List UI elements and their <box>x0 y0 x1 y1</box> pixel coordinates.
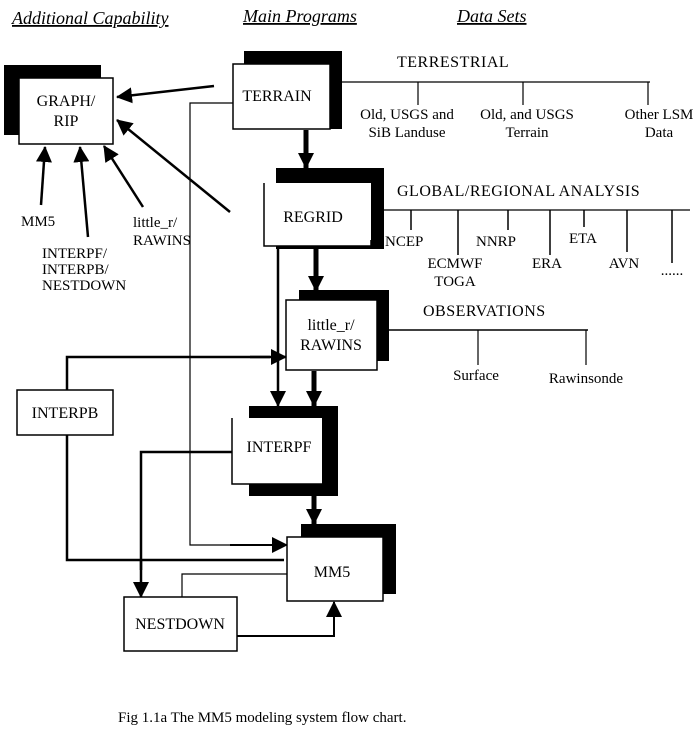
interpf-label: INTERPF <box>247 439 312 456</box>
terrestrial-title: TERRESTRIAL <box>397 54 509 71</box>
arrow-terrain-to-graph <box>116 84 215 104</box>
analysis-item-toga: TOGA <box>434 274 476 290</box>
little-r-label-1: little_r/ <box>307 317 355 334</box>
graph-input-mm5: MM5 <box>21 214 55 230</box>
interpb-label: INTERPB <box>32 405 99 422</box>
arrow-interp-to-graph <box>73 146 90 238</box>
little-r-rawins-box: little_r/ RAWINS <box>285 290 389 371</box>
observations-item-surface: Surface <box>453 368 499 384</box>
line-interpf-to-nestdown <box>139 450 232 570</box>
analysis-item-avn: AVN <box>609 256 640 272</box>
interpf-box: INTERPF <box>231 406 338 496</box>
analysis-item-nnrp: NNRP <box>476 234 516 250</box>
terrestrial-item-3-line-1: Other LSM <box>625 107 694 123</box>
regrid-fill <box>264 183 371 246</box>
line-nestdown-to-mm5 <box>237 620 335 637</box>
arrow-littler-to-graph <box>102 145 145 208</box>
terrain-frame <box>232 63 331 130</box>
graph-rip-frame <box>18 77 114 145</box>
terrestrial-item-2-line-1: Old, and USGS <box>480 107 574 123</box>
graph-input-littler-2: RAWINS <box>133 233 191 249</box>
nestdown-box: NESTDOWN <box>123 596 238 652</box>
terrain-box: TERRAIN <box>232 51 342 130</box>
regrid-box: REGRID <box>263 168 384 249</box>
header-data-sets: Data Sets <box>456 6 527 26</box>
line-interpb-to-mm5 <box>65 435 284 562</box>
terrestrial-item-1-line-2: SiB Landuse <box>368 125 445 141</box>
interpf-fill <box>232 418 322 484</box>
graph-input-littler-1: little_r/ <box>133 215 178 231</box>
mm5-frame <box>286 536 384 602</box>
nestdown-label: NESTDOWN <box>135 616 225 633</box>
graph-rip-label-1: GRAPH/ <box>37 93 96 110</box>
arrow-mm5-to-graph <box>35 146 52 206</box>
observations-item-rawinsonde: Rawinsonde <box>549 371 624 387</box>
nestdown-frame <box>123 596 238 652</box>
analysis-item-era: ERA <box>532 256 562 272</box>
regrid-frame <box>263 183 372 247</box>
analysis-item-eta: ETA <box>569 231 597 247</box>
analysis-item-ecmwf: ECMWF <box>427 256 482 272</box>
graph-rip-box: GRAPH/ RIP <box>4 65 114 145</box>
line-interpb-to-littler <box>65 355 270 390</box>
graph-rip-label-2: RIP <box>54 113 79 130</box>
regrid-label: REGRID <box>283 209 343 226</box>
graph-input-interp-2: INTERPB/ <box>42 262 110 278</box>
little-r-label-2: RAWINS <box>300 337 362 354</box>
interpb-box: INTERPB <box>16 389 114 436</box>
mm5-label: MM5 <box>314 564 350 581</box>
graph-input-interp-3: NESTDOWN <box>42 278 126 294</box>
analysis-item-ncep: NCEP <box>385 234 423 250</box>
analysis-item-more: ...... <box>661 263 684 279</box>
interpb-frame <box>16 389 114 436</box>
terrestrial-item-1-line-1: Old, USGS and <box>360 107 454 123</box>
mm5-box: MM5 <box>286 524 396 602</box>
line-mm5-to-nestdown <box>181 573 287 597</box>
observations-title: OBSERVATIONS <box>423 303 546 320</box>
graph-input-interp-1: INTERPF/ <box>42 246 108 262</box>
figure-caption: Fig 1.1a The MM5 modeling system flow ch… <box>118 710 406 726</box>
terrestrial-item-2-line-2: Terrain <box>505 125 549 141</box>
little-r-frame <box>285 299 378 371</box>
terrain-label: TERRAIN <box>242 88 312 105</box>
header-main-programs: Main Programs <box>242 6 357 26</box>
analysis-title: GLOBAL/REGIONAL ANALYSIS <box>397 183 640 200</box>
arrow-regrid-to-graph <box>116 119 231 213</box>
header-additional-capability: Additional Capability <box>11 8 169 28</box>
terrestrial-item-3-line-2: Data <box>645 125 674 141</box>
